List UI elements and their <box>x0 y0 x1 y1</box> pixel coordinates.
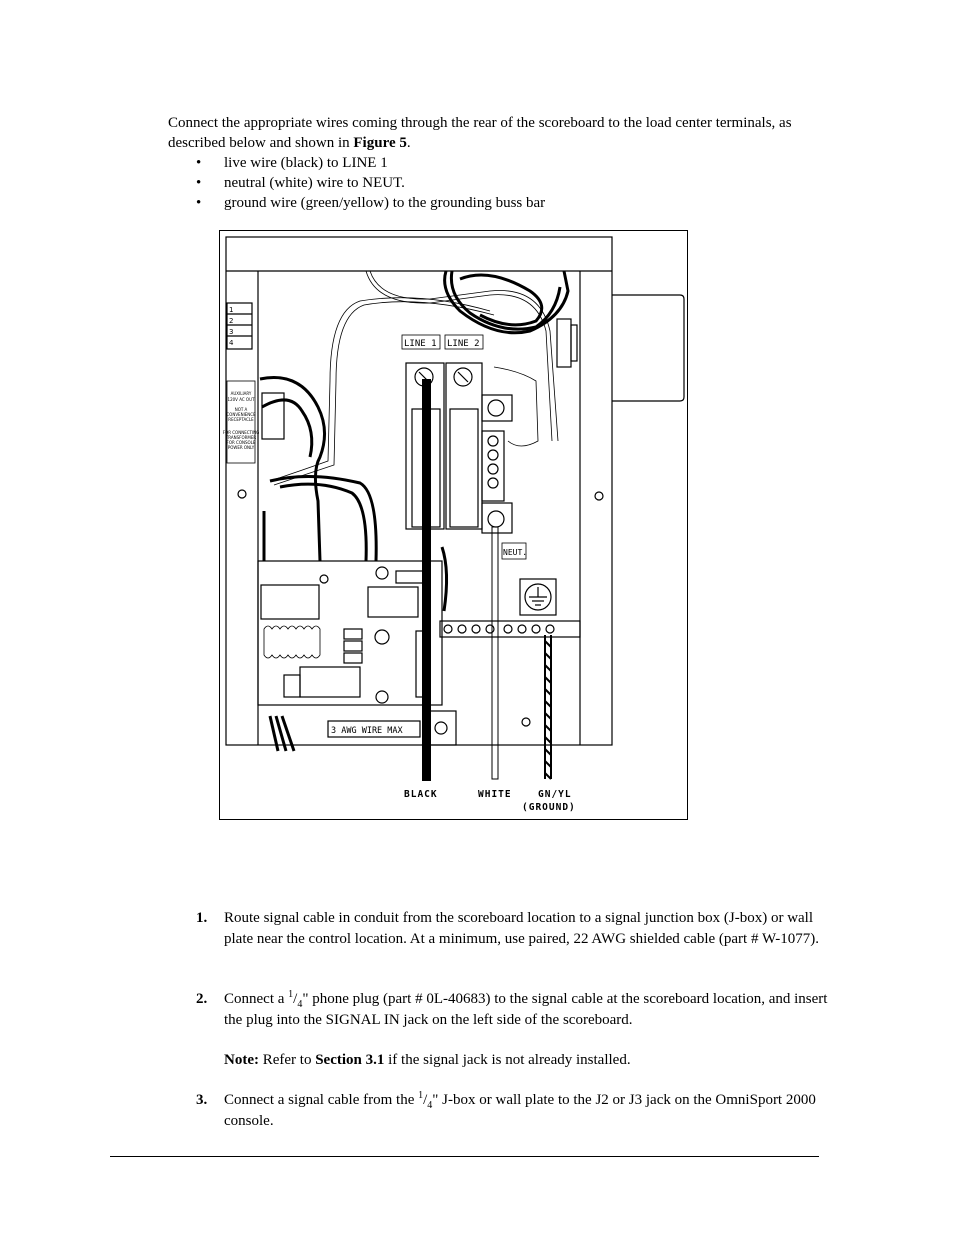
white-wire-label: WHITE <box>478 789 512 800</box>
aux-label-7: TRANSFORMER <box>225 435 257 440</box>
wire-connection-list: live wire (black) to LINE 1 neutral (whi… <box>196 153 545 213</box>
aux-label-9: POWER ONLY <box>228 445 255 450</box>
intro-paragraph: Connect the appropriate wires coming thr… <box>168 113 818 153</box>
list-item: neutral (white) wire to NEUT. <box>196 173 545 193</box>
step-number: 1. <box>196 910 208 926</box>
svg-text:4: 4 <box>229 339 234 347</box>
list-item: ground wire (green/yellow) to the ground… <box>196 193 545 213</box>
load-center-wiring-figure: 1 2 3 4 AUXILIARY 120V AC OUT NOT A CONV… <box>219 230 688 820</box>
step-number: 3. <box>196 1092 208 1108</box>
aux-label-3: NOT A <box>235 407 248 412</box>
wire-max-label: 3 AWG WIRE MAX <box>331 726 404 736</box>
svg-text:1: 1 <box>229 306 233 314</box>
black-wire-aux <box>259 376 326 562</box>
step-3: 3. Connect a signal cable from the 1/4" … <box>196 1090 836 1131</box>
section-reference: Section 3.1 <box>315 1052 385 1068</box>
svg-text:3: 3 <box>229 328 233 336</box>
ground-wire-label: (GROUND) <box>522 802 576 813</box>
intro-text-end: . <box>406 135 411 151</box>
door-tab <box>612 294 685 402</box>
intro-text: Connect the appropriate wires coming thr… <box>168 115 792 151</box>
step-2: 2. Connect a 1/4" phone plug (part # 0L-… <box>196 989 836 1030</box>
step-number: 2. <box>196 991 208 1007</box>
note-label: Note: <box>224 1052 259 1068</box>
aux-label-5: RECEPTACLE <box>228 417 254 422</box>
line1-label: LINE 1 <box>404 339 437 349</box>
aux-label-6: FOR CONNECTING <box>223 430 259 435</box>
aux-label-4: CONVENIENCE <box>226 412 256 417</box>
neut-label: NEUT. <box>503 548 527 557</box>
black-live-wire <box>422 379 431 781</box>
svg-text:2: 2 <box>229 317 233 325</box>
step-text: Connect a 1/4" phone plug (part # 0L-406… <box>224 989 828 1028</box>
black-wire-label: BLACK <box>404 789 438 800</box>
enclosure-outline <box>225 236 613 746</box>
aux-label-1: AUXILIARY <box>231 391 252 396</box>
ground-wire <box>544 635 552 780</box>
aux-label-8: FOR CONSOLE <box>227 440 256 445</box>
footer-rule <box>110 1156 819 1157</box>
load-center-diagram: 1 2 3 4 AUXILIARY 120V AC OUT NOT A CONV… <box>223 236 685 813</box>
list-item: live wire (black) to LINE 1 <box>196 153 545 173</box>
figure-reference: Figure 5 <box>353 135 407 151</box>
line2-label: LINE 2 <box>447 339 480 349</box>
note: Note: Refer to Section 3.1 if the signal… <box>224 1052 631 1068</box>
step-text: Route signal cable in conduit from the s… <box>224 910 820 947</box>
gnyl-wire-label: GN/YL <box>538 789 572 800</box>
step-text: Connect a signal cable from the 1/4" J-b… <box>224 1090 816 1129</box>
aux-label-2: 120V AC OUT <box>228 397 255 402</box>
step-1: 1. Route signal cable in conduit from th… <box>196 908 836 949</box>
